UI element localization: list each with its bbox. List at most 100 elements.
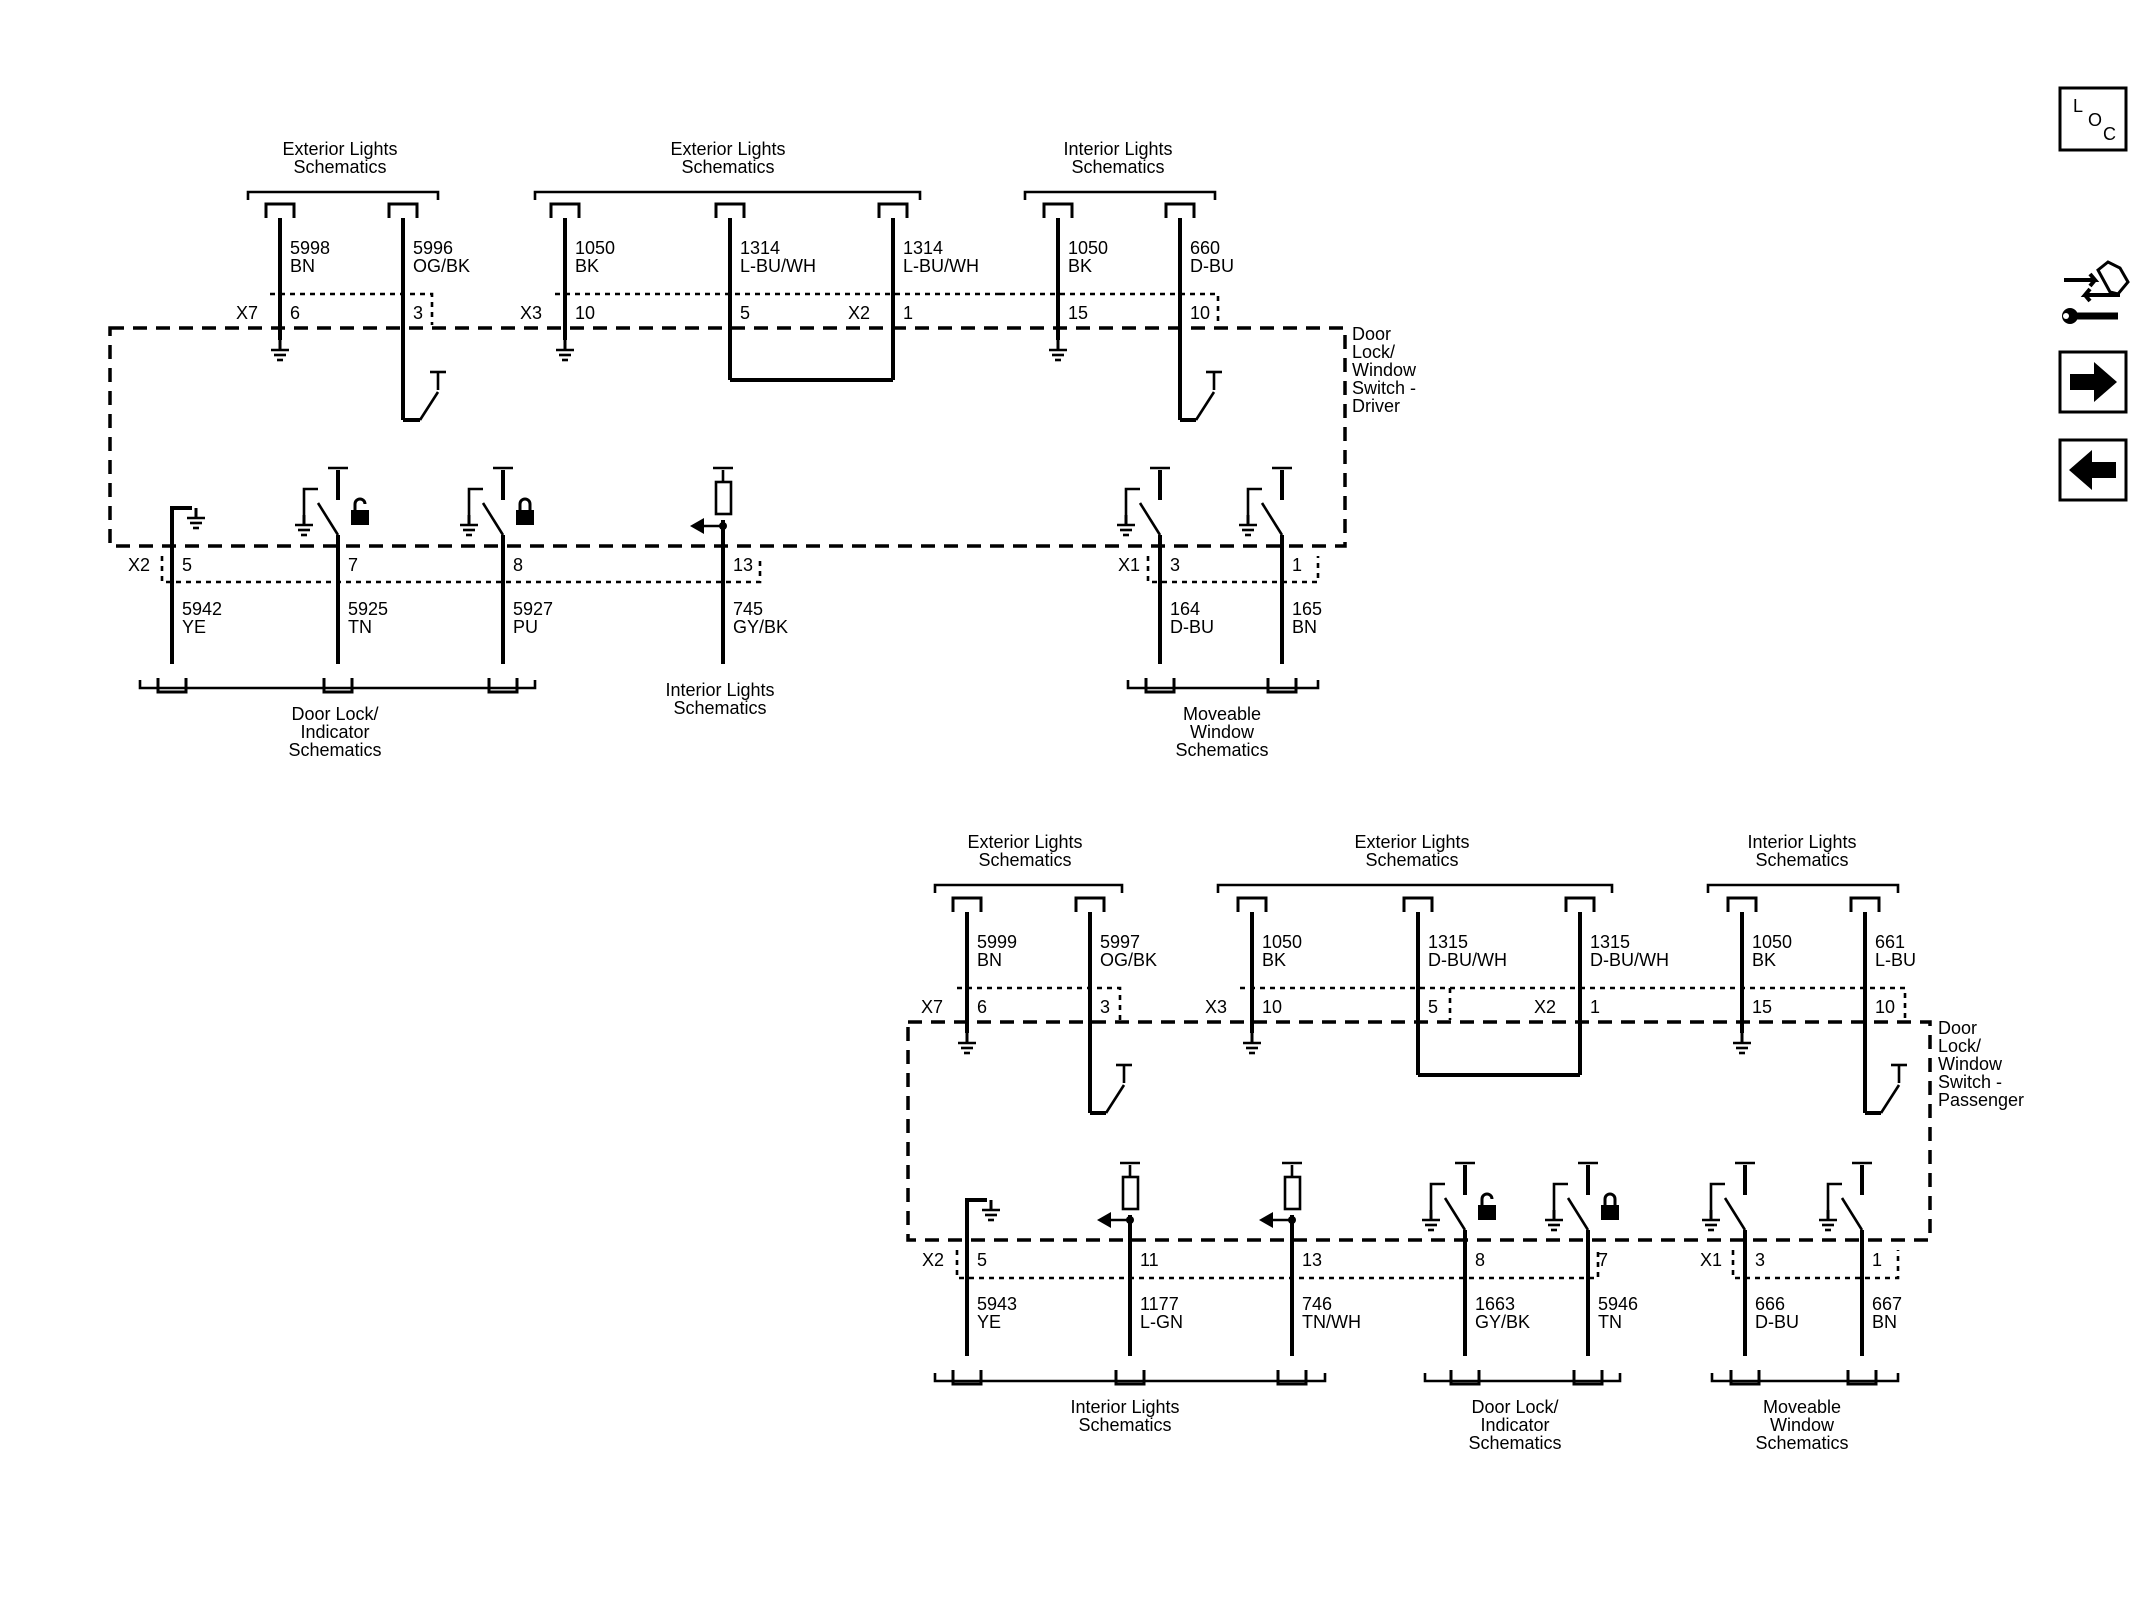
passenger-component-label: Door Lock/ Window Switch - Passenger: [1938, 1018, 2024, 1110]
wire-color: TN: [348, 617, 372, 637]
component-label-line: Door: [1938, 1018, 1977, 1038]
wire-color: YE: [977, 1312, 1001, 1332]
circuit-number: 1177: [1140, 1294, 1179, 1314]
header-line: Schematics: [1071, 157, 1164, 177]
wire-color: L-BU: [1875, 950, 1916, 970]
connector-view-button[interactable]: [2062, 260, 2130, 324]
pin-number: 3: [413, 303, 423, 323]
pin-number: 7: [348, 555, 358, 575]
header-line: Interior Lights: [1063, 139, 1172, 159]
circuit-number: 1314: [903, 238, 943, 258]
passenger-header-exterior-lights-1: Exterior Lights Schematics: [967, 832, 1082, 870]
footer-line: Schematics: [288, 740, 381, 760]
passenger-footer-moveable-window: Moveable Window Schematics: [1755, 1397, 1848, 1453]
pin-number: 10: [1875, 997, 1895, 1017]
header-line: Schematics: [293, 157, 386, 177]
wire-color: BN: [1872, 1312, 1897, 1332]
connector-x2: X2: [128, 555, 150, 575]
locator-letter: C: [2103, 124, 2116, 144]
component-label-line: Window: [1938, 1054, 2003, 1074]
locator-letter: L: [2073, 96, 2083, 116]
next-page-button[interactable]: [2058, 350, 2128, 414]
circuit-number: 1663: [1475, 1294, 1515, 1314]
wire-color: OG/BK: [413, 256, 470, 276]
circuit-number: 660: [1190, 238, 1220, 258]
wire-color: YE: [182, 617, 206, 637]
connector-x3: X3: [1205, 997, 1227, 1017]
footer-line: Schematics: [1755, 1433, 1848, 1453]
wire-color: L-BU/WH: [740, 256, 816, 276]
circuit-number: 1050: [575, 238, 615, 258]
footer-line: Moveable: [1763, 1397, 1841, 1417]
circuit-number: 1315: [1590, 932, 1630, 952]
arrow-left-icon: [2069, 450, 2116, 490]
wire-color: D-BU/WH: [1428, 950, 1507, 970]
wire-color: OG/BK: [1100, 950, 1157, 970]
connector-x7: X7: [236, 303, 258, 323]
pin-number: 6: [290, 303, 300, 323]
circuit-number: 666: [1755, 1294, 1785, 1314]
component-label-line: Door: [1352, 324, 1391, 344]
driver-header-exterior-lights-1: Exterior Lights Schematics: [282, 139, 397, 177]
locator-letter: O: [2088, 110, 2102, 130]
pin-number: 1: [1292, 555, 1302, 575]
wire-color: GY/BK: [1475, 1312, 1530, 1332]
header-line: Schematics: [1365, 850, 1458, 870]
wire-color: TN: [1598, 1312, 1622, 1332]
header-line: Schematics: [681, 157, 774, 177]
pin-number: 3: [1755, 1250, 1765, 1270]
circuit-number: 1315: [1428, 932, 1468, 952]
footer-line: Interior Lights: [665, 680, 774, 700]
pin-number: 15: [1752, 997, 1772, 1017]
pin-number: 13: [1302, 1250, 1322, 1270]
header-line: Exterior Lights: [1354, 832, 1469, 852]
header-line: Schematics: [1755, 850, 1848, 870]
connector-x2: X2: [922, 1250, 944, 1270]
footer-line: Interior Lights: [1070, 1397, 1179, 1417]
wire-color: BK: [1068, 256, 1092, 276]
pin-number: 3: [1170, 555, 1180, 575]
footer-line: Window: [1770, 1415, 1835, 1435]
passenger-header-interior-lights: Interior Lights Schematics: [1747, 832, 1856, 870]
locator-button[interactable]: L O C: [2058, 86, 2128, 152]
footer-line: Moveable: [1183, 704, 1261, 724]
passenger-header-exterior-lights-2: Exterior Lights Schematics: [1354, 832, 1469, 870]
circuit-number: 5946: [1598, 1294, 1638, 1314]
wire-color: BN: [1292, 617, 1317, 637]
pin-number: 5: [182, 555, 192, 575]
wire-color: PU: [513, 617, 538, 637]
passenger-bottom-wire-labels: 5 5943 YE 11 1177 L-GN 13 746 TN/WH 8 16…: [977, 1250, 1902, 1332]
passenger-switch-schematic: Exterior Lights Schematics Exterior Ligh…: [906, 832, 2024, 1453]
footer-line: Schematics: [673, 698, 766, 718]
circuit-number: 661: [1875, 932, 1905, 952]
circuit-number: 5998: [290, 238, 330, 258]
previous-page-button[interactable]: [2058, 438, 2128, 502]
arrow-right-icon: [2070, 362, 2117, 402]
circuit-number: 165: [1292, 599, 1322, 619]
wire-color: D-BU/WH: [1590, 950, 1669, 970]
header-line: Exterior Lights: [967, 832, 1082, 852]
pin-number: 8: [513, 555, 523, 575]
pin-number: 11: [1140, 1250, 1159, 1270]
circuit-number: 667: [1872, 1294, 1902, 1314]
component-label-line: Window: [1352, 360, 1417, 380]
connector-x3: X3: [520, 303, 542, 323]
wire-color: L-GN: [1140, 1312, 1183, 1332]
header-line: Exterior Lights: [670, 139, 785, 159]
circuit-number: 5999: [977, 932, 1017, 952]
driver-switch-schematic: Exterior Lights Schematics Exterior Ligh…: [108, 139, 1417, 760]
pin-number: 5: [740, 303, 750, 323]
footer-line: Schematics: [1175, 740, 1268, 760]
pin-number: 6: [977, 997, 987, 1017]
pin-number: 3: [1100, 997, 1110, 1017]
pin-number: 8: [1475, 1250, 1485, 1270]
connector-x2: X2: [1534, 997, 1556, 1017]
pin-number: 5: [1428, 997, 1438, 1017]
circuit-number: 5943: [977, 1294, 1017, 1314]
connector-x1: X1: [1118, 555, 1140, 575]
pin-number: 1: [903, 303, 913, 323]
wire-color: D-BU: [1755, 1312, 1799, 1332]
footer-line: Door Lock/: [1471, 1397, 1558, 1417]
footer-line: Schematics: [1078, 1415, 1171, 1435]
wire-color: BK: [1262, 950, 1286, 970]
